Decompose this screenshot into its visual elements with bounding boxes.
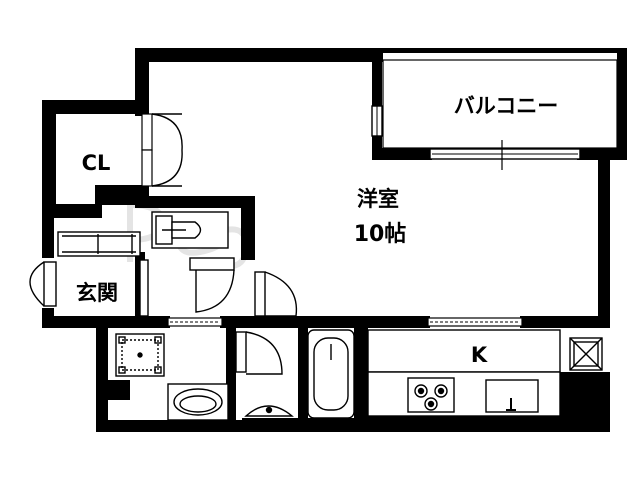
stove [407, 377, 455, 413]
washroom-sliding-door [167, 317, 223, 327]
kitchen-sink [485, 379, 539, 413]
kitchen-label: K [471, 343, 488, 367]
side-window [371, 105, 383, 137]
balcony-window [429, 140, 581, 170]
sink-small [244, 405, 294, 417]
toilet [151, 211, 229, 249]
closet-doors [141, 113, 183, 187]
toilet-door [189, 257, 235, 313]
balcony-label: バルコニー [454, 94, 559, 118]
entrance-label: 玄関 [76, 281, 118, 305]
washbasin [167, 383, 229, 421]
bathtub [307, 329, 355, 419]
western-room-label: 洋室 [357, 187, 399, 211]
kitchen-sliding-door [427, 317, 523, 327]
walls [42, 48, 627, 432]
balcony-area [382, 59, 618, 149]
western-room-size-label: 10帖 [354, 222, 407, 247]
closet-label: CL [82, 151, 111, 175]
washer-pan [115, 333, 165, 377]
ventilation-fan-icon [569, 337, 603, 371]
bathroom-door [235, 331, 283, 375]
room-entry-door [254, 271, 298, 317]
front-door [29, 261, 57, 307]
entrance-area [57, 231, 149, 317]
